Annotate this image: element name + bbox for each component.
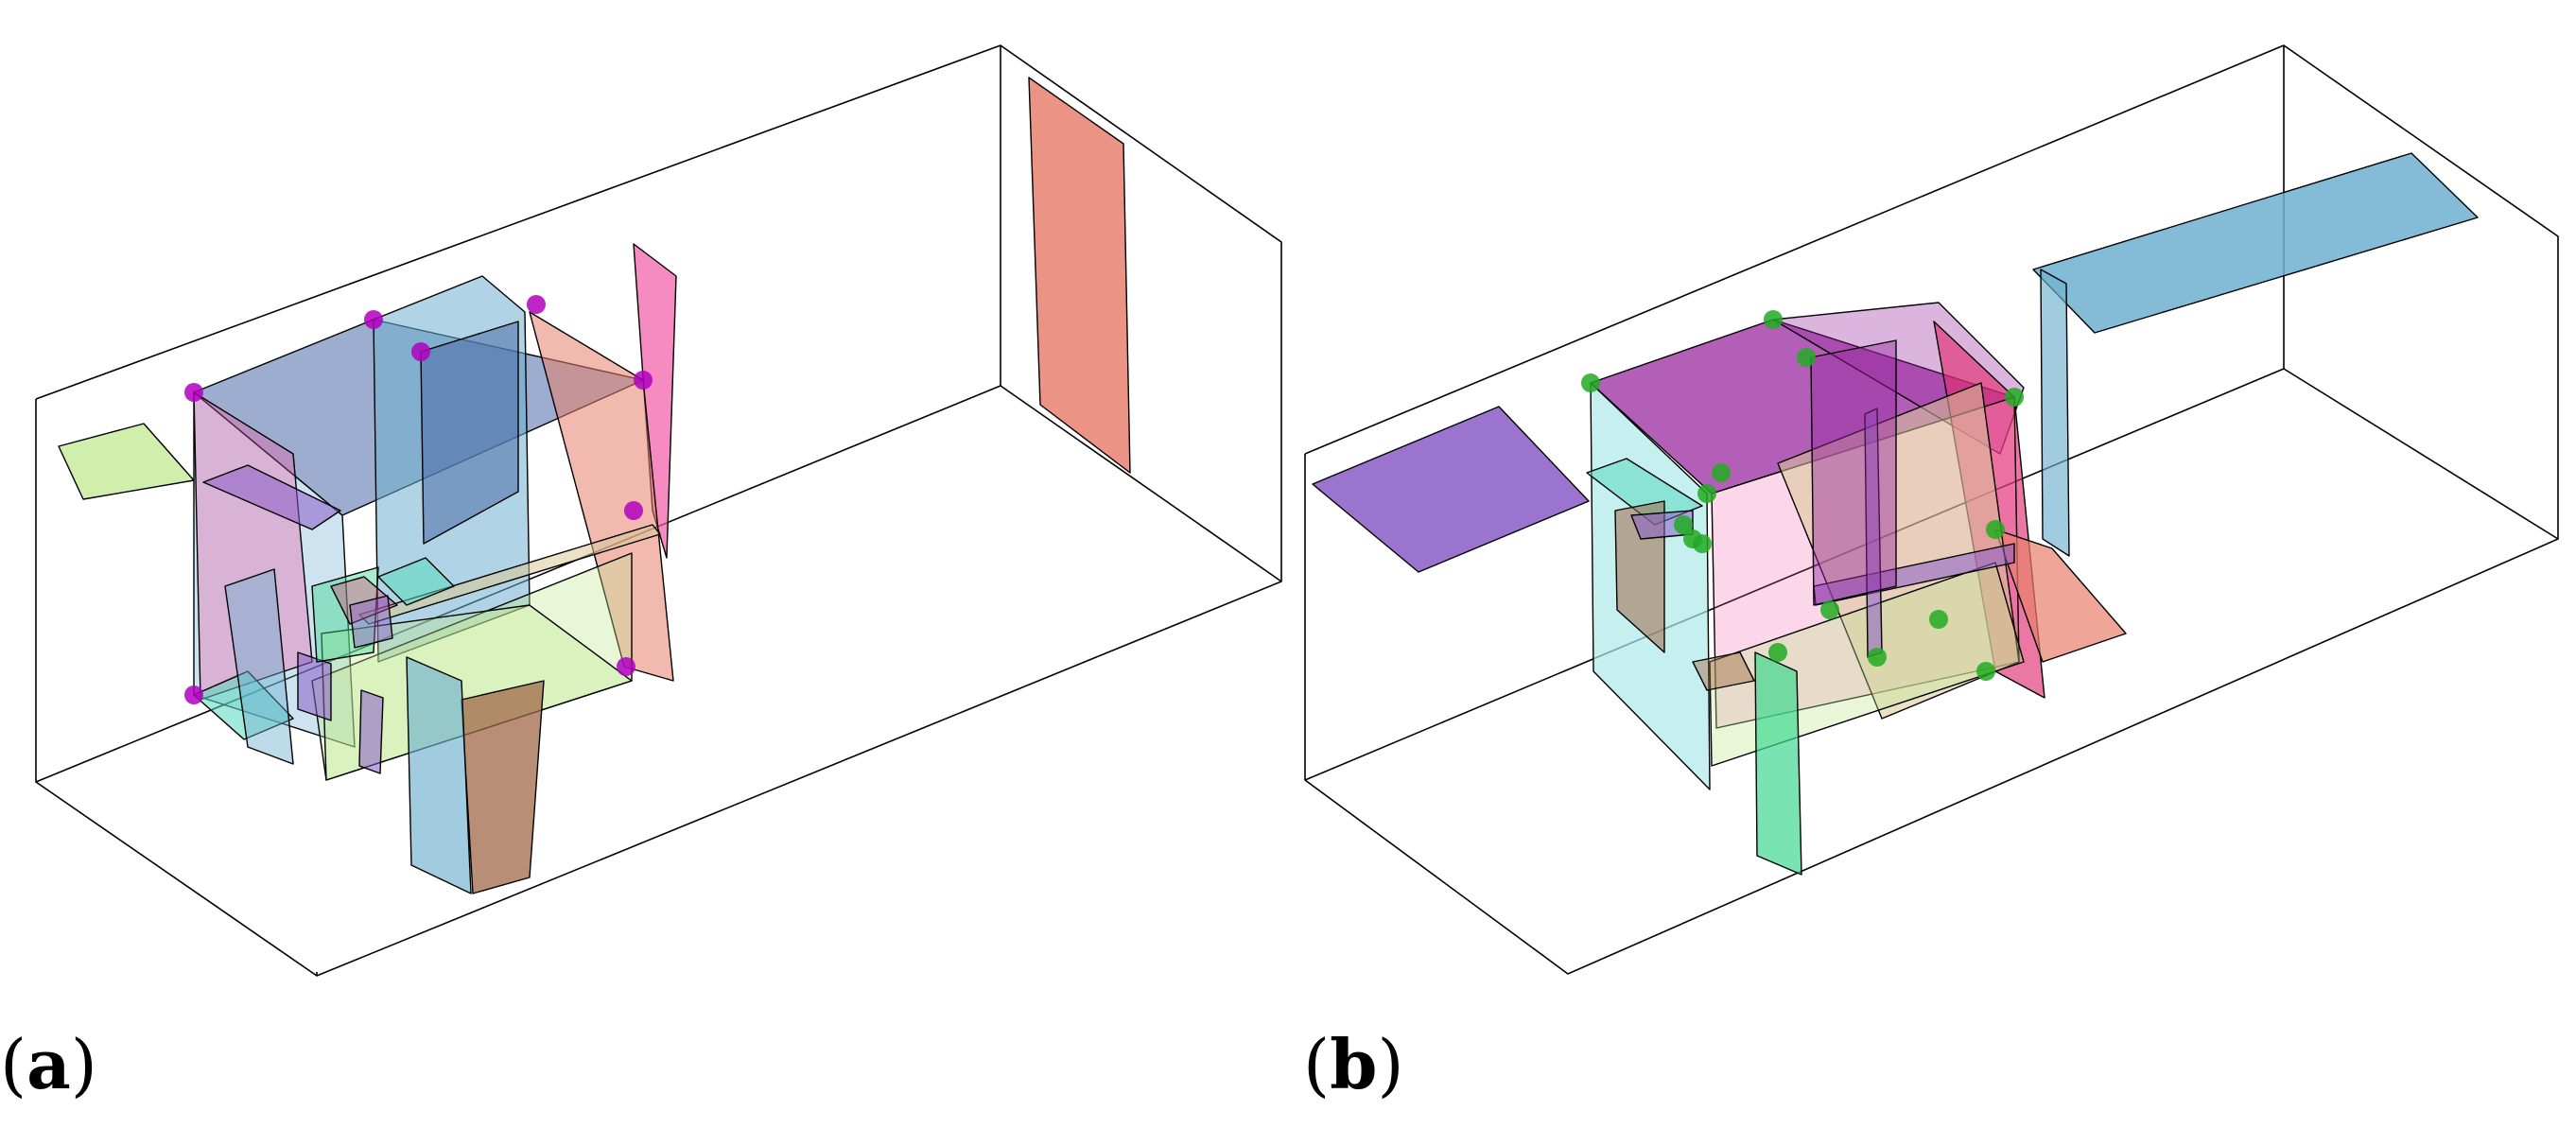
panel-a-corner-markers — [184, 295, 653, 704]
corner-marker-b-3 — [2005, 388, 2024, 407]
plane-b-dark-pink-panel — [1810, 339, 1897, 606]
plane-a-floor-mint — [321, 604, 633, 781]
corner-marker-a-0 — [184, 383, 203, 402]
plane-b-small-brown — [1614, 500, 1665, 653]
corner-marker-b-14 — [1820, 600, 1839, 619]
plane-b-purple-left — [1312, 406, 1590, 573]
panel-label-b-open: ( — [1303, 1025, 1331, 1104]
corner-marker-b-2 — [1797, 348, 1816, 367]
panel-label-a-open: ( — [0, 1025, 27, 1104]
panel-label-b-close: ) — [1377, 1025, 1404, 1104]
plane-a-clutter-2 — [330, 576, 398, 625]
panel-a-planes — [58, 77, 1131, 894]
plane-a-shelf-violet — [202, 464, 341, 530]
corner-marker-b-8 — [1693, 534, 1712, 553]
corner-marker-b-1 — [1764, 310, 1783, 329]
corner-marker-a-5 — [624, 501, 643, 520]
panel-a-scene — [35, 44, 1282, 977]
plane-a-clutter-3 — [349, 595, 393, 649]
plane-b-salmon-floor — [1994, 529, 2127, 663]
corner-marker-b-0 — [1581, 373, 1600, 392]
panel-label-a-letter: a — [26, 1024, 71, 1104]
corner-marker-b-12 — [1868, 648, 1887, 667]
plane-b-green-pole — [1754, 651, 1802, 876]
corner-marker-a-3 — [527, 295, 546, 314]
plane-a-small-violet — [297, 651, 332, 721]
corner-marker-a-6 — [617, 657, 635, 676]
panel-b-planes — [1312, 152, 2479, 876]
corner-marker-b-13 — [1929, 610, 1948, 629]
plane-a-brown-front — [461, 680, 545, 894]
panel-label-b-letter: b — [1330, 1024, 1378, 1104]
corner-marker-a-4 — [634, 371, 653, 390]
corner-marker-b-10 — [1976, 662, 1995, 681]
plane-b-ceiling-blue — [2032, 152, 2479, 334]
panel-label-b: (b) — [1303, 1031, 1404, 1100]
corner-marker-b-6 — [1674, 515, 1693, 534]
plane-a-small-violet-2 — [358, 689, 384, 774]
plane-a-small-cyan — [377, 557, 455, 606]
plane-a-small-green — [58, 423, 195, 500]
plane-b-dark-tan — [1692, 651, 1755, 691]
corner-marker-a-7 — [184, 685, 203, 704]
corner-marker-b-9 — [1986, 520, 2005, 539]
plane-b-violet-bar — [1813, 543, 2015, 606]
plane-a-mid-purple — [420, 321, 519, 545]
plane-a-tall-cyan-left — [224, 568, 294, 765]
corner-marker-a-2 — [411, 342, 430, 361]
panel-b-scene — [1304, 44, 2559, 975]
plane-a-wall-far — [1028, 77, 1131, 474]
panel-label-a-close: ) — [70, 1025, 97, 1104]
corner-marker-b-11 — [1768, 643, 1787, 662]
plane-a-left-cyan — [193, 670, 294, 740]
corner-marker-b-4 — [1712, 463, 1731, 482]
corner-marker-a-1 — [364, 310, 383, 329]
panel-a-room-box — [35, 44, 1282, 977]
plane-a-blue-front — [406, 656, 472, 894]
plane-b-yellow-mid — [1777, 382, 2020, 720]
plane-a-cream-bar — [358, 524, 661, 625]
panel-b-corner-markers — [1581, 310, 2024, 681]
panel-label-a: (a) — [0, 1031, 97, 1100]
corner-marker-b-5 — [1697, 484, 1716, 503]
plane-b-pole-blue — [2040, 269, 2070, 557]
